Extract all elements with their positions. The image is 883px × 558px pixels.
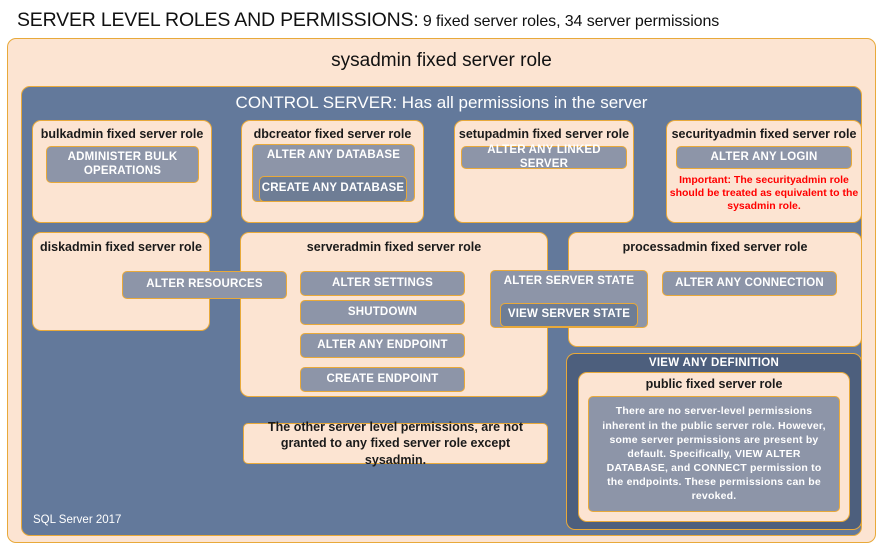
permission-shutdown: SHUTDOWN bbox=[300, 300, 465, 325]
sysadmin-role-label: sysadmin fixed server role bbox=[331, 50, 552, 71]
page-title-main: SERVER LEVEL ROLES AND PERMISSIONS: bbox=[17, 9, 419, 31]
control-server-label: CONTROL SERVER: Has all permissions in t… bbox=[235, 93, 648, 112]
page-title-subtitle: 9 fixed server roles, 34 server permissi… bbox=[418, 13, 720, 30]
permission-alter-any-database-label: ALTER ANY DATABASE bbox=[266, 149, 401, 161]
permission-alter-any-login: ALTER ANY LOGIN bbox=[676, 146, 852, 169]
securityadmin-warning-text: Important: The securityadmin role should… bbox=[669, 174, 859, 213]
role-title-setupadmin: setupadmin fixed server role bbox=[458, 127, 630, 141]
role-panel-setupadmin bbox=[454, 120, 634, 223]
view-any-definition-label: VIEW ANY DEFINITION bbox=[648, 357, 780, 369]
permission-alter-settings: ALTER SETTINGS bbox=[300, 271, 465, 296]
role-title-public: public fixed server role bbox=[645, 377, 783, 391]
role-title-bulkadmin: bulkadmin fixed server role bbox=[40, 127, 204, 141]
note-other-permissions: The other server level permissions, are … bbox=[243, 420, 548, 467]
permission-create-endpoint: CREATE ENDPOINT bbox=[300, 367, 465, 392]
role-panel-securityadmin bbox=[666, 120, 862, 223]
public-role-description: There are no server-level permissions in… bbox=[588, 396, 840, 512]
page-title: SERVER LEVEL ROLES AND PERMISSIONS: 9 fi… bbox=[17, 9, 867, 35]
permission-alter-any-connection: ALTER ANY CONNECTION bbox=[662, 271, 837, 296]
role-title-securityadmin: securityadmin fixed server role bbox=[671, 127, 857, 141]
permission-alter-server-state-label: ALTER SERVER STATE bbox=[503, 275, 635, 287]
permission-create-any-database: CREATE ANY DATABASE bbox=[259, 176, 407, 202]
role-title-serveradmin: serveradmin fixed server role bbox=[306, 240, 482, 254]
footer-version-label: SQL Server 2017 bbox=[33, 514, 122, 526]
permission-alter-any-linked-server: ALTER ANY LINKED SERVER bbox=[461, 144, 627, 170]
role-title-diskadmin: diskadmin fixed server role bbox=[40, 240, 202, 254]
role-title-dbcreator: dbcreator fixed server role bbox=[253, 127, 412, 141]
permission-administer-bulk-operations: ADMINISTER BULK OPERATIONS bbox=[46, 146, 199, 183]
permission-view-server-state: VIEW SERVER STATE bbox=[500, 303, 638, 327]
permission-alter-resources: ALTER RESOURCES bbox=[122, 271, 287, 299]
role-title-processadmin: processadmin fixed server role bbox=[622, 240, 808, 254]
permission-alter-any-endpoint: ALTER ANY ENDPOINT bbox=[300, 333, 465, 358]
